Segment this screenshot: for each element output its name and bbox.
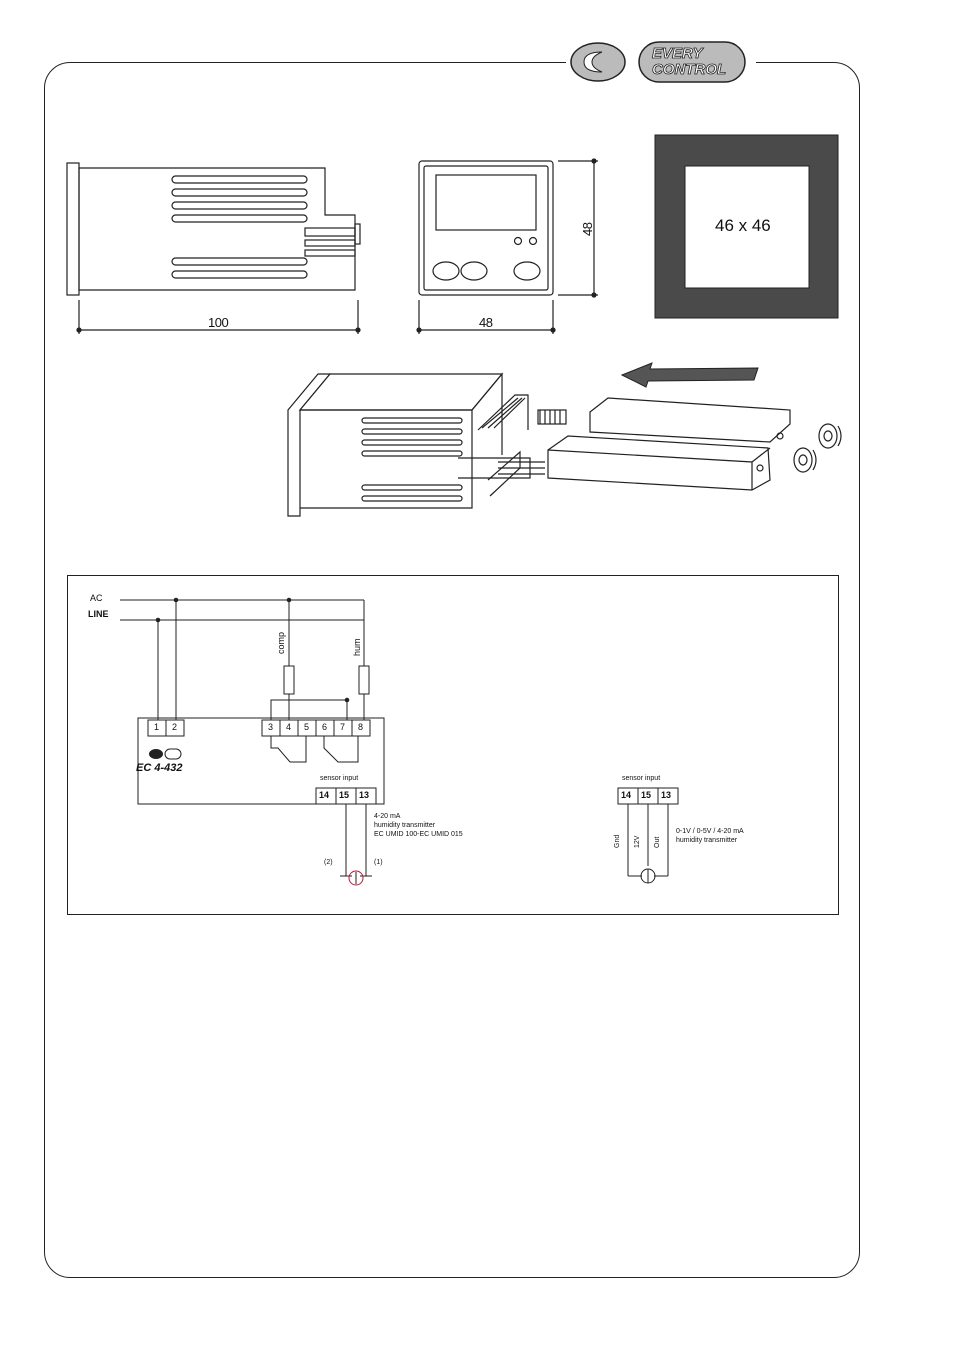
dim-panel-cutout: 46 x 46 [715,216,771,236]
load-right-label: hum [352,638,362,656]
terminal-3: 3 [268,722,273,732]
terminal-6: 6 [322,722,327,732]
terminal-1: 1 [154,722,159,732]
terminal-5: 5 [304,722,309,732]
terminal-14: 14 [319,790,329,800]
alt-sensor-header: sensor input [622,775,660,782]
alt-wire-gnd: Gnd [614,835,621,848]
alt-terminal-14: 14 [621,790,631,800]
terminal-15: 15 [339,790,349,800]
supply-top: AC [90,593,103,603]
polarity-right: (1) [374,859,383,866]
alt-wire-12v: 12V [634,836,641,848]
terminal-8: 8 [358,722,363,732]
alt-desc-line1: 0-1V / 0-5V / 4-20 mA [676,828,744,835]
transmitter-line2: humidity transmitter [374,822,435,829]
assembly-view [288,374,841,516]
front-view [417,159,598,334]
insert-arrow [622,363,758,387]
alt-terminal-13: 13 [661,790,671,800]
dim-front-height: 48 [580,223,595,236]
side-view [67,163,360,334]
alt-wire-out: Out [654,837,661,848]
terminal-2: 2 [172,722,177,732]
terminal-13: 13 [359,790,369,800]
device-logo-icon [148,748,182,760]
transmitter-line3: EC UMID 100-EC UMID 015 [374,831,463,838]
device-model: EC 4-432 [136,762,182,774]
terminal-4: 4 [286,722,291,732]
dim-front-width: 48 [479,315,492,330]
sensor-header: sensor input [320,775,358,782]
alt-terminal-15: 15 [641,790,651,800]
wiring-diagram: AC LINE comp hum 1 2 3 4 5 6 7 8 EC 4-43… [67,575,839,915]
wiring-lines [68,576,840,916]
transmitter-line1: 4-20 mA [374,813,400,820]
alt-desc-line2: humidity transmitter [676,837,737,844]
load-left-label: comp [276,632,286,654]
mechanical-drawings [0,0,954,560]
dim-side-length: 100 [208,315,228,330]
supply-bottom: LINE [88,609,109,619]
terminal-7: 7 [340,722,345,732]
polarity-left: (2) [324,859,333,866]
